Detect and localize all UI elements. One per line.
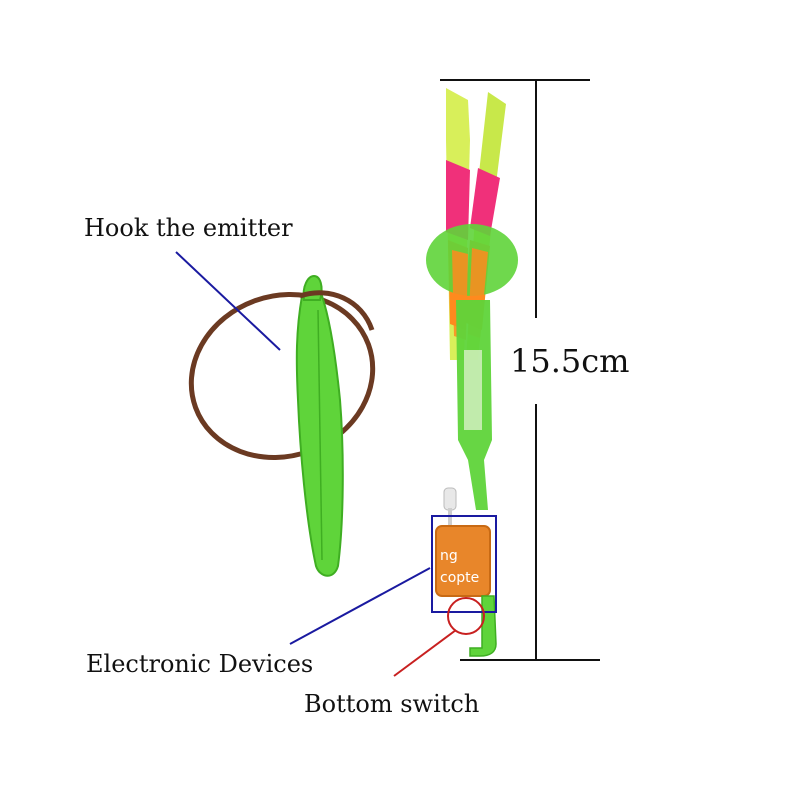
electronics-box xyxy=(435,525,491,597)
electronics-highlight-box xyxy=(431,515,497,613)
led xyxy=(443,487,457,511)
blade-left-pink xyxy=(446,160,470,240)
launcher-groove xyxy=(317,309,323,561)
led-leg xyxy=(448,508,452,528)
blade-right-pink xyxy=(470,168,500,236)
height-dimension: 15.5cm xyxy=(440,79,630,661)
helicopter-arrow: ng copte xyxy=(426,88,518,657)
bottom-switch-highlight xyxy=(447,597,485,635)
rubber-band-front xyxy=(299,290,375,331)
hook-emitter-label: Hook the emitter xyxy=(84,214,293,242)
hook-emitter-pointer xyxy=(175,251,281,351)
electronic-devices-label: Electronic Devices xyxy=(86,650,313,678)
launcher-emitter xyxy=(188,274,376,577)
bottom-hook xyxy=(469,595,497,657)
height-label: 15.5cm xyxy=(510,342,630,380)
electronic-devices-pointer xyxy=(289,567,431,645)
rubber-band xyxy=(188,292,376,460)
sticker-text-2: copte xyxy=(440,570,479,586)
callouts: Hook the emitter Electronic Devices Bott… xyxy=(84,214,497,718)
bottom-switch-pointer xyxy=(393,629,457,677)
bottom-switch-label: Bottom switch xyxy=(304,690,479,718)
shaft-window xyxy=(464,350,482,430)
sticker-text-1: ng xyxy=(440,548,458,564)
